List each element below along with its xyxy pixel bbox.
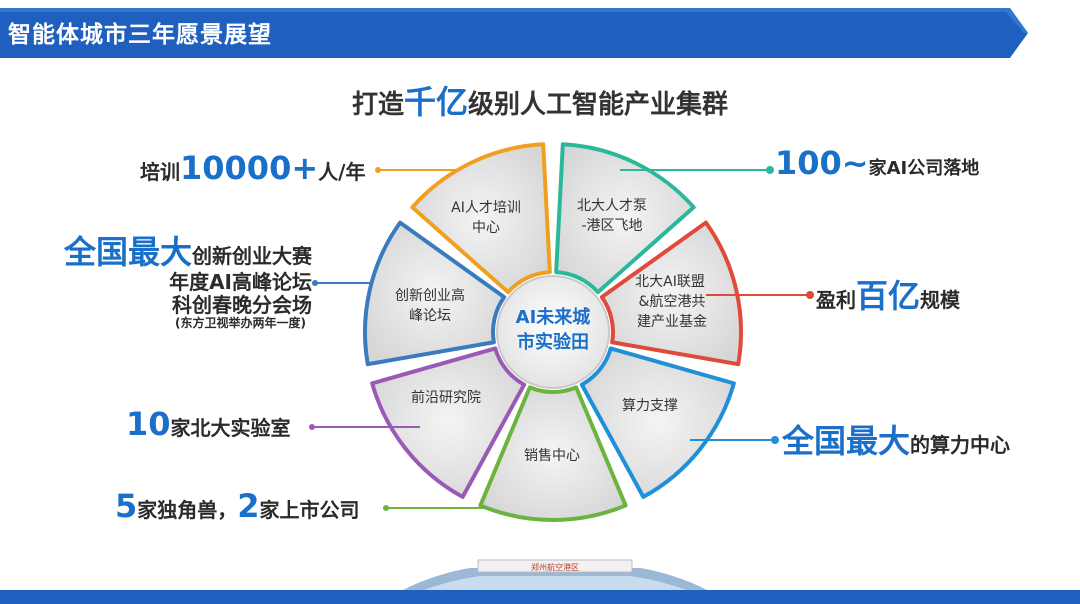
petal-alliance — [599, 220, 743, 367]
subtitle-highlight: 千亿 — [403, 83, 468, 121]
page-title: 智能体城市三年愿景展望 — [8, 22, 272, 48]
petal-forum — [363, 220, 507, 367]
annotation-companies: 100~家AI公司落地 — [775, 144, 980, 182]
petal-research — [370, 346, 527, 499]
center-label-line1: AI未来城 — [516, 306, 591, 328]
subtitle: 打造千亿级别人工智能产业集群 — [0, 82, 1080, 125]
petal-label-alliance-2: &航空港共 — [639, 294, 706, 310]
petal-training — [410, 142, 552, 295]
petal-compute — [579, 346, 736, 499]
annotation-training: 培训10000+人/年 — [140, 149, 366, 187]
center-hub — [496, 275, 610, 389]
petal-label-training-2: 中心 — [472, 220, 500, 236]
annotation-compute: 全国最大的算力中心 — [782, 422, 1011, 460]
subtitle-prefix: 打造 — [351, 90, 404, 120]
center-label-line2: 市实验田 — [517, 331, 589, 353]
petal-sales — [478, 385, 628, 522]
petal-label-talent-1: 北大人才泵 — [577, 198, 647, 214]
petal-label-alliance-1: 北大AI联盟 — [635, 274, 705, 290]
petal-label-forum-2: 峰论坛 — [409, 308, 451, 324]
petal-label-sales: 销售中心 — [524, 448, 580, 464]
contest-line-2: 年度AI高峰论坛 — [169, 269, 312, 294]
header-band — [0, 8, 1028, 58]
petal-label-training-1: AI人才培训 — [451, 200, 521, 216]
building-sign: 郑州航空港区 — [531, 562, 579, 572]
petal-label-alliance-3: 建产业基金 — [637, 313, 707, 330]
petal-label-forum-1: 创新创业高 — [395, 287, 465, 304]
petal-label-talent-2: -港区飞地 — [581, 218, 642, 234]
petal-label-research: 前沿研究院 — [411, 389, 481, 406]
contest-line-3: 科创春晚分会场 — [172, 292, 312, 317]
annotation-labs: 10家北大实验室 — [126, 405, 291, 443]
footer-strip — [0, 590, 1080, 604]
annotation-contest: 全国最大创新创业大赛 年度AI高峰论坛 科创春晚分会场 (东方卫视举办两年一度) — [48, 234, 312, 331]
subtitle-suffix: 级别人工智能产业集群 — [468, 90, 729, 120]
petal-talent — [554, 142, 696, 295]
petal-label-compute: 算力支撑 — [622, 398, 678, 414]
annotation-listing: 5家独角兽，2家上市公司 — [115, 487, 360, 525]
annotation-profit: 盈利百亿规模 — [816, 277, 961, 315]
contest-line-4: (东方卫视举办两年一度) — [175, 315, 306, 330]
